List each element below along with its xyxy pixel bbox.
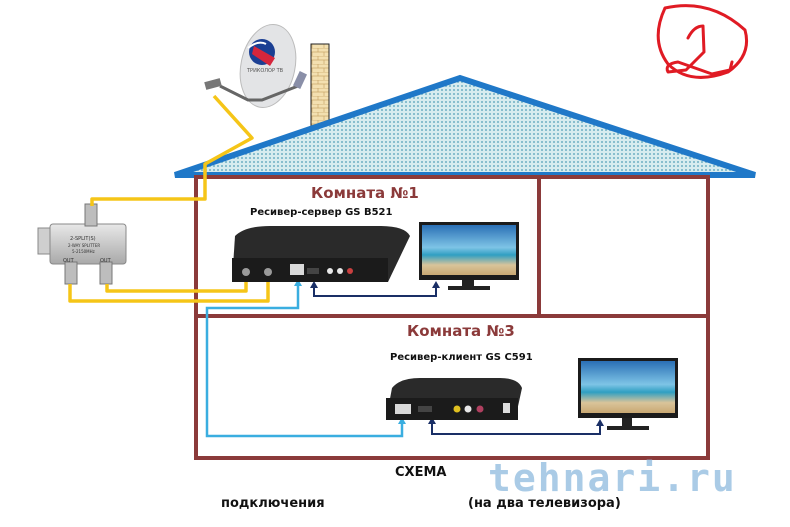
room1-device-label: Ресивер-сервер GS B521 [250, 207, 393, 218]
satellite-dish-icon: ТРИКОЛОР ТВ [204, 24, 308, 108]
tv-room3-icon [578, 358, 678, 430]
room3-device-label: Ресивер-клиент GS C591 [390, 352, 533, 363]
tv-room1-icon [419, 222, 519, 290]
room3-title: Комната №3 [407, 322, 515, 340]
svg-text:2-WAY SPLITTER: 2-WAY SPLITTER [68, 243, 100, 248]
ethernet-cable [205, 279, 406, 438]
room1-title: Комната №1 [311, 184, 419, 202]
diagram-subtitle-left: подключения [221, 496, 325, 511]
coax-splitter-to-server-1 [105, 282, 248, 293]
diagram-subtitle-right: (на два телевизора) [468, 496, 621, 511]
chimney [310, 43, 330, 129]
house-walls [194, 175, 710, 460]
svg-text:OUT: OUT [63, 258, 75, 264]
coax-dish-to-splitter [90, 94, 254, 206]
watermark: tehnari.ru [488, 456, 737, 500]
dish-brand-text: ТРИКОЛОР ТВ [246, 68, 284, 74]
diagram-title: СХЕМА [395, 465, 447, 480]
receiver-server-icon [232, 226, 410, 282]
svg-text:OUT: OUT [100, 258, 112, 264]
svg-text:5-2150MHz: 5-2150MHz [72, 249, 95, 254]
annotation-scribble [656, 4, 749, 79]
receiver-client-icon [386, 378, 522, 420]
hdmi-cables [310, 281, 604, 435]
coax-splitter-to-server-2 [68, 282, 270, 303]
coax-cables [68, 94, 270, 303]
splitter-icon: 2-SPLIT(S) 2-WAY SPLITTER 5-2150MHz OUT … [37, 203, 127, 285]
svg-text:2-SPLIT(S): 2-SPLIT(S) [70, 236, 96, 242]
